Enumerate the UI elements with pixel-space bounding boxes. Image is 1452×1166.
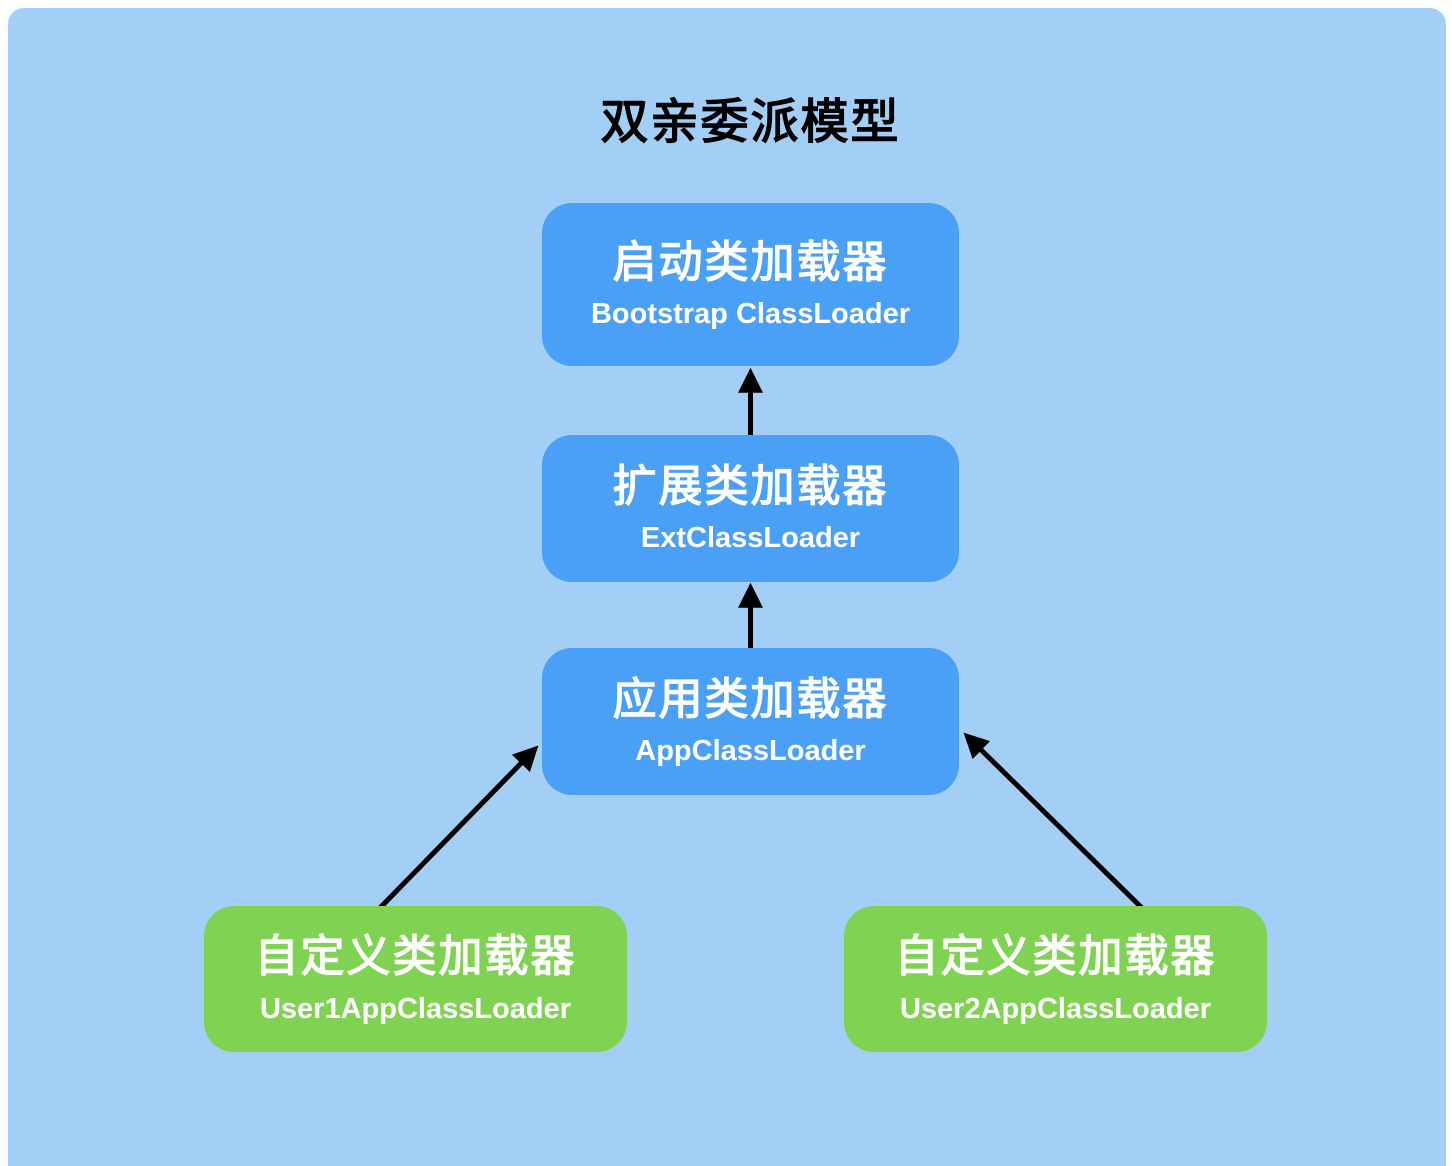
node-user1-classloader: 自定义类加载器 User1AppClassLoader <box>204 906 627 1052</box>
node-app-classloader: 应用类加载器 AppClassLoader <box>542 648 959 795</box>
node-label-en: User1AppClassLoader <box>259 992 572 1025</box>
node-label-en: ExtClassLoader <box>640 522 861 555</box>
node-label-zh: 启动类加载器 <box>612 237 889 287</box>
node-label-en: User2AppClassLoader <box>899 992 1212 1025</box>
node-label-zh: 自定义类加载器 <box>894 932 1217 982</box>
node-user2-classloader: 自定义类加载器 User2AppClassLoader <box>844 906 1267 1052</box>
diagram-title: 双亲委派模型 <box>600 96 901 149</box>
node-label-zh: 应用类加载器 <box>612 674 889 724</box>
node-label-zh: 扩展类加载器 <box>612 461 889 511</box>
node-label-zh: 自定义类加载器 <box>254 932 577 982</box>
node-ext-classloader: 扩展类加载器 ExtClassLoader <box>542 435 959 582</box>
node-label-en: AppClassLoader <box>635 735 866 768</box>
node-label-en: Bootstrap ClassLoader <box>590 298 911 331</box>
node-bootstrap-classloader: 启动类加载器 Bootstrap ClassLoader <box>542 203 959 366</box>
